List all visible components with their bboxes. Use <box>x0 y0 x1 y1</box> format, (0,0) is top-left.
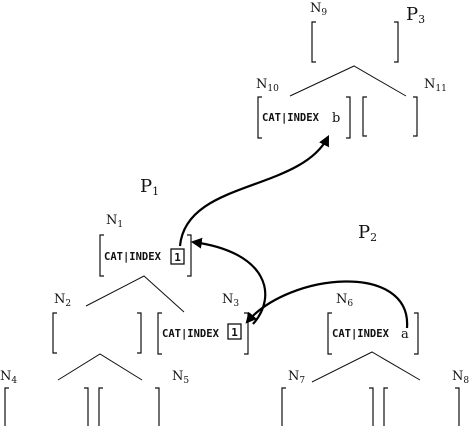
n3-left-bracket <box>157 312 162 355</box>
avm-n3: CAT|INDEX 1 <box>157 312 249 355</box>
n1-feature-path: CAT|INDEX <box>104 251 162 263</box>
node-label-n7: N7 <box>288 369 305 386</box>
n4-left-bracket <box>4 387 9 426</box>
avm-n10: CAT|INDEX b <box>257 96 351 139</box>
n7-left-bracket <box>281 387 286 426</box>
node-label-n3: N3 <box>222 292 239 309</box>
unification-arrows <box>178 135 409 329</box>
n9-right-bracket <box>394 21 399 63</box>
node-label-n2: N2 <box>54 292 71 309</box>
node-label-n10: N10 <box>256 77 279 94</box>
n11-right-bracket <box>413 96 418 137</box>
n6-index-value: a <box>401 327 409 342</box>
n1-tag: 1 <box>174 251 181 264</box>
n3-tag: 1 <box>231 326 238 339</box>
n6-feature-path: CAT|INDEX <box>332 328 390 340</box>
n8-right-bracket <box>455 387 460 426</box>
n1-right-bracket <box>187 234 192 277</box>
n2-right-bracket <box>137 312 142 354</box>
n10-left-bracket <box>257 96 262 139</box>
tree-p3: P3 N9 N10 CAT|INDEX b N11 <box>256 1 447 139</box>
n3-feature-path: CAT|INDEX <box>162 328 220 340</box>
n10-index-value: b <box>332 111 340 126</box>
n8-left-bracket <box>383 387 388 426</box>
tree-p1: P1 N1 CAT|INDEX 1 N2 N3 CAT|INDEX 1 N4 N… <box>0 176 249 426</box>
n9-branch-edges <box>289 65 407 97</box>
arrow-n1-to-n10 <box>178 135 330 247</box>
n1-left-bracket <box>99 234 104 277</box>
tree-p2: P2 N6 CAT|INDEX a N7 N8 <box>281 222 469 426</box>
n6-branch-edges <box>311 351 421 383</box>
node-label-n9: N9 <box>310 1 327 18</box>
tree-label-p1: P1 <box>140 176 159 198</box>
node-label-n6: N6 <box>336 292 353 309</box>
tree-label-p3: P3 <box>406 4 425 26</box>
node-label-n8: N8 <box>452 369 469 386</box>
arrow-n6-to-n3 <box>245 280 409 329</box>
n4-right-bracket <box>84 387 89 426</box>
n3-tag-box <box>227 323 242 340</box>
n1-branch-edges <box>85 275 185 313</box>
n9-left-bracket <box>311 21 316 63</box>
node-label-n5: N5 <box>172 369 189 386</box>
avm-n1: CAT|INDEX 1 <box>99 234 192 277</box>
n11-left-bracket <box>362 96 367 137</box>
avm-n6: CAT|INDEX a <box>327 312 419 355</box>
n6-right-bracket <box>414 312 419 355</box>
arrow-n3-to-n1 <box>190 237 267 325</box>
node-label-n11: N11 <box>424 77 447 94</box>
n2-left-bracket <box>52 312 57 354</box>
n7-right-bracket <box>369 387 374 426</box>
n5-right-bracket <box>155 387 160 426</box>
n6-left-bracket <box>327 312 332 355</box>
n1-tag-box <box>170 248 185 265</box>
node-label-n4: N4 <box>0 369 17 386</box>
n3-right-bracket <box>244 312 249 355</box>
n5-left-bracket <box>98 387 103 426</box>
n10-right-bracket <box>346 96 351 139</box>
n2-branch-edges <box>57 353 143 381</box>
node-label-n1: N1 <box>106 213 123 230</box>
tree-label-p2: P2 <box>358 222 377 244</box>
n10-feature-path: CAT|INDEX <box>262 112 320 124</box>
